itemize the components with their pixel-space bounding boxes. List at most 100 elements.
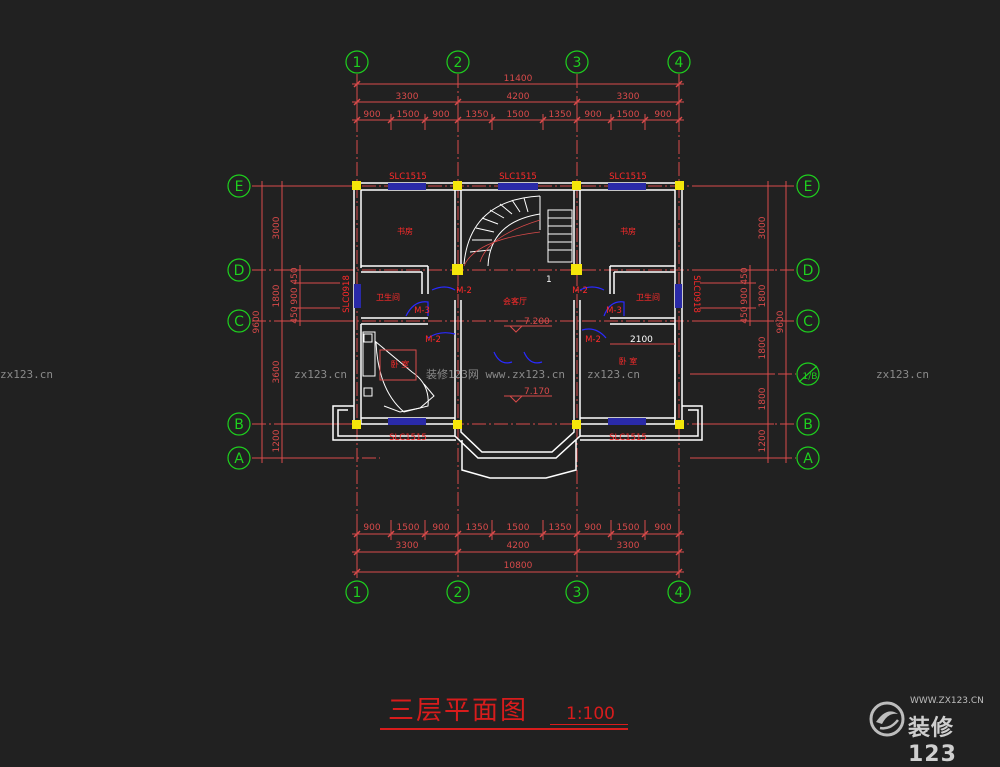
axis-bubble	[227, 258, 251, 282]
fixtures	[362, 331, 435, 413]
axis-label: C	[234, 314, 244, 330]
door-label: M-2	[425, 335, 441, 345]
dim-text: 1500	[617, 110, 640, 120]
opening-labels: SLC1515 SLC1515 SLC1515 SLC1515 SLC1515 …	[342, 172, 701, 443]
window-mark	[608, 418, 646, 425]
logo-mark-icon	[869, 701, 905, 737]
title-underline	[380, 728, 628, 730]
dim-text: 3600	[272, 360, 282, 383]
dim-text: 1800	[272, 284, 282, 307]
axis-label: B	[803, 417, 813, 433]
axis-label: 2	[454, 55, 463, 71]
axis-bubble	[227, 309, 251, 333]
watermark: zx123.cn	[876, 368, 929, 381]
axis-label: C	[803, 314, 813, 330]
axis-lines	[252, 74, 796, 580]
dim-text: 900	[363, 110, 380, 120]
title-block: 三层平面图 1:100	[380, 690, 640, 734]
axis-bubbles	[227, 50, 820, 604]
axis-labels: 1 2 3 4 1 2 3 4 E D C B A E D C 1/B B A	[234, 55, 818, 601]
axis-label: 1	[353, 585, 362, 601]
axis-bubble	[565, 580, 589, 604]
dim-text: 900	[432, 523, 449, 533]
level-texts: 7.200 7.170 2100 1	[524, 275, 653, 397]
window-label: SLC1515	[609, 172, 647, 182]
axis-label: 3	[573, 585, 582, 601]
dim-text: 1350	[466, 523, 489, 533]
dim-text: 1500	[507, 523, 530, 533]
axis-bubble	[565, 50, 589, 74]
logo-name-text: 装修123	[908, 716, 957, 767]
window-mark	[675, 284, 682, 308]
room-label: 卧 室	[619, 356, 638, 366]
window-mark	[388, 418, 426, 425]
axis-bubble	[227, 174, 251, 198]
dim-text: 1500	[397, 110, 420, 120]
dim-text: 900	[290, 287, 300, 304]
windows	[354, 183, 682, 425]
axis-bubble	[345, 50, 369, 74]
room-label: 会客厅	[503, 296, 527, 306]
scale-underline	[550, 724, 628, 725]
dim-text: 900	[654, 110, 671, 120]
door-label: M-3	[606, 306, 622, 316]
window-mark	[354, 284, 361, 308]
dim-text: 450	[740, 306, 750, 323]
column	[452, 264, 463, 275]
axis-label: 1/B	[803, 372, 818, 382]
dim-text: 900	[740, 287, 750, 304]
watermark: zx123.cn	[294, 368, 347, 381]
watermark: zx123.cn	[587, 368, 640, 381]
room-label: 卧 室	[391, 359, 410, 369]
axis-bubble	[446, 50, 470, 74]
window-mark	[498, 183, 538, 190]
axis-label: D	[234, 263, 245, 279]
room-label: 书房	[397, 226, 413, 236]
window-label: SLC0918	[691, 275, 701, 313]
door-label: M-2	[456, 286, 472, 296]
plan-title: 三层平面图	[388, 696, 529, 726]
axis-label: 2	[454, 585, 463, 601]
axis-bubble	[796, 412, 820, 436]
room-label: 书房	[620, 226, 636, 236]
dim-text: 900	[654, 523, 671, 533]
dimension-ticks	[353, 80, 683, 576]
dim-text: 450	[290, 267, 300, 284]
window-mark	[388, 183, 426, 190]
axis-label: A	[803, 451, 813, 467]
level-marks	[504, 325, 675, 403]
staircase	[463, 195, 573, 267]
room-labels: 书房 书房 卫生间 卫生间 会客厅 卧 室 卧 室	[376, 226, 660, 369]
window-label: SLC1515	[609, 433, 647, 443]
axis-label: A	[234, 451, 244, 467]
dim-text: 9600	[252, 310, 262, 333]
axis-bubble	[345, 580, 369, 604]
floor-plan-drawing: 1 2 3 4 1 2 3 4 E D C B A E D C 1/B B A	[0, 50, 929, 604]
axis-bubble	[796, 446, 820, 470]
axis-bubble	[227, 412, 251, 436]
column	[675, 420, 684, 429]
dim-text: 1200	[758, 429, 768, 452]
axis-bubble	[796, 174, 820, 198]
dim-text: 9600	[776, 310, 786, 333]
column	[352, 181, 361, 190]
watermarks: zx123.cn zx123.cn 装修123网 www.zx123.cn zx…	[0, 367, 929, 381]
axis-bubble	[796, 258, 820, 282]
axis-bubble	[796, 362, 820, 386]
axis-label: 1	[353, 55, 362, 71]
door-label: M-3	[414, 306, 430, 316]
window-label: SLC1515	[389, 172, 427, 182]
column	[572, 420, 581, 429]
site-logo: WWW.ZX123.CN 装修123	[868, 694, 1000, 767]
dim-text: 3000	[272, 216, 282, 239]
dim-text: 1800	[758, 284, 768, 307]
dim-text: 4200	[507, 92, 530, 102]
dim-text: 3300	[617, 92, 640, 102]
dim-text: 3300	[396, 92, 419, 102]
axis-bubble	[667, 580, 691, 604]
axis-label: E	[804, 179, 813, 195]
dim-text: 1350	[466, 110, 489, 120]
dim-text: 4200	[507, 541, 530, 551]
axis-label: 4	[675, 55, 684, 71]
dimension-lines	[256, 78, 792, 578]
